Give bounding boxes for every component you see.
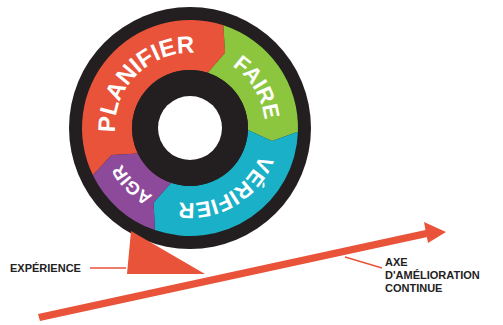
improvement-axis — [38, 229, 432, 321]
hub-ring — [132, 70, 248, 186]
outer-ring — [69, 7, 311, 249]
leader-line — [90, 267, 126, 269]
axis-arrowhead — [424, 222, 446, 243]
leader-line — [345, 257, 382, 268]
segment-text-holder: AGIR — [108, 162, 155, 209]
callout-label: EXPÉRIENCE — [10, 262, 100, 275]
experience-wedge — [127, 231, 205, 274]
hub-hole — [158, 96, 222, 160]
segment-label: AGIR — [108, 162, 155, 209]
callout-label: AXE D'AMÉLIORATION CONTINUE — [385, 256, 490, 295]
